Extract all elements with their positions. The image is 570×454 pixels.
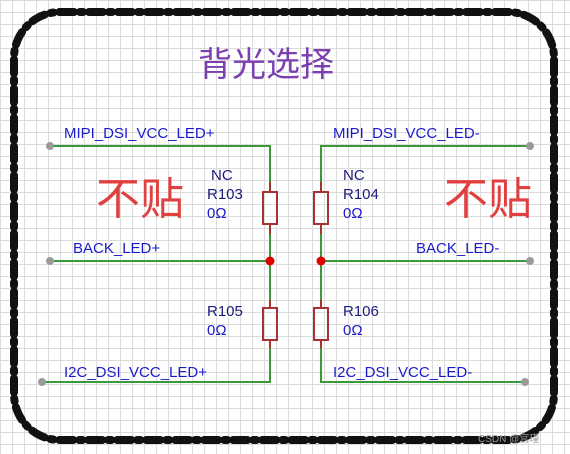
note-do-not-populate-right: 不贴 [444, 174, 532, 225]
r105-value-label: 0Ω [207, 322, 227, 339]
junction-right [316, 256, 326, 266]
resistor-r106[interactable] [313, 300, 329, 348]
r104-ref-label: R104 [343, 186, 379, 203]
pin-bot-right[interactable] [521, 378, 529, 386]
r103-value-label: 0Ω [207, 205, 227, 222]
net-label-mid-right: BACK_LED- [416, 240, 499, 257]
net-label-top-right: MIPI_DSI_VCC_LED- [333, 125, 480, 142]
csdn-watermark: CSDN @宫瑾 [478, 432, 539, 445]
wire-top-left [50, 145, 271, 182]
net-label-mid-left: BACK_LED+ [73, 240, 160, 257]
junction-left [265, 256, 275, 266]
net-label-bot-right: I2C_DSI_VCC_LED- [333, 364, 472, 381]
net-label-bot-left: I2C_DSI_VCC_LED+ [64, 364, 207, 381]
r104-nc-label: NC [343, 167, 365, 184]
pin-top-right[interactable] [526, 142, 534, 150]
wire-top-right [320, 145, 530, 182]
resistor-r103[interactable] [262, 182, 278, 234]
r106-value-label: 0Ω [343, 322, 363, 339]
r103-ref-label: R103 [207, 186, 243, 203]
note-do-not-populate-left: 不贴 [96, 174, 184, 225]
pin-mid-left[interactable] [46, 257, 54, 265]
schematic-border [10, 8, 558, 444]
r105-ref-label: R105 [207, 303, 243, 320]
schematic-title: 背光选择 [198, 45, 334, 85]
resistor-r104[interactable] [313, 182, 329, 234]
pin-mid-right[interactable] [526, 257, 534, 265]
net-label-top-left: MIPI_DSI_VCC_LED+ [64, 125, 215, 142]
wire-bot-right [320, 348, 525, 383]
pin-top-left[interactable] [46, 142, 54, 150]
r106-ref-label: R106 [343, 303, 379, 320]
resistor-r105[interactable] [262, 300, 278, 348]
r104-value-label: 0Ω [343, 205, 363, 222]
wire-bot-left [42, 348, 271, 383]
r103-nc-label: NC [211, 167, 233, 184]
pin-bot-left[interactable] [38, 378, 46, 386]
